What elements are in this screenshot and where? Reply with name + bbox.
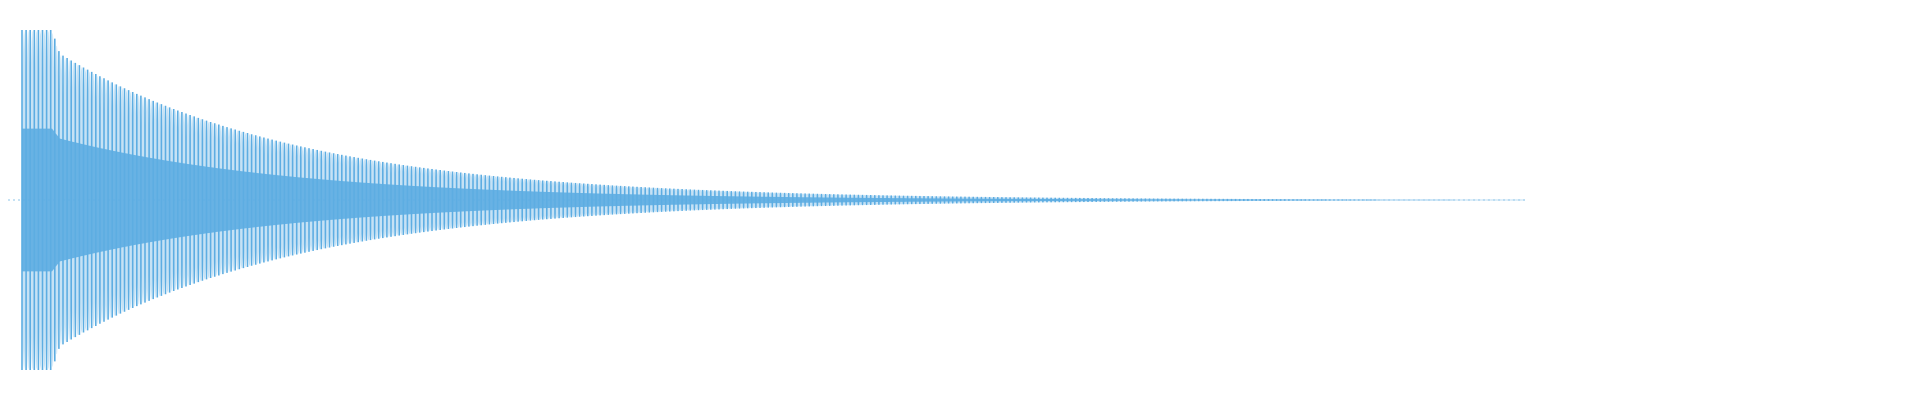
waveform-group	[21, 30, 1525, 370]
waveform-core-fill	[22, 128, 1525, 272]
